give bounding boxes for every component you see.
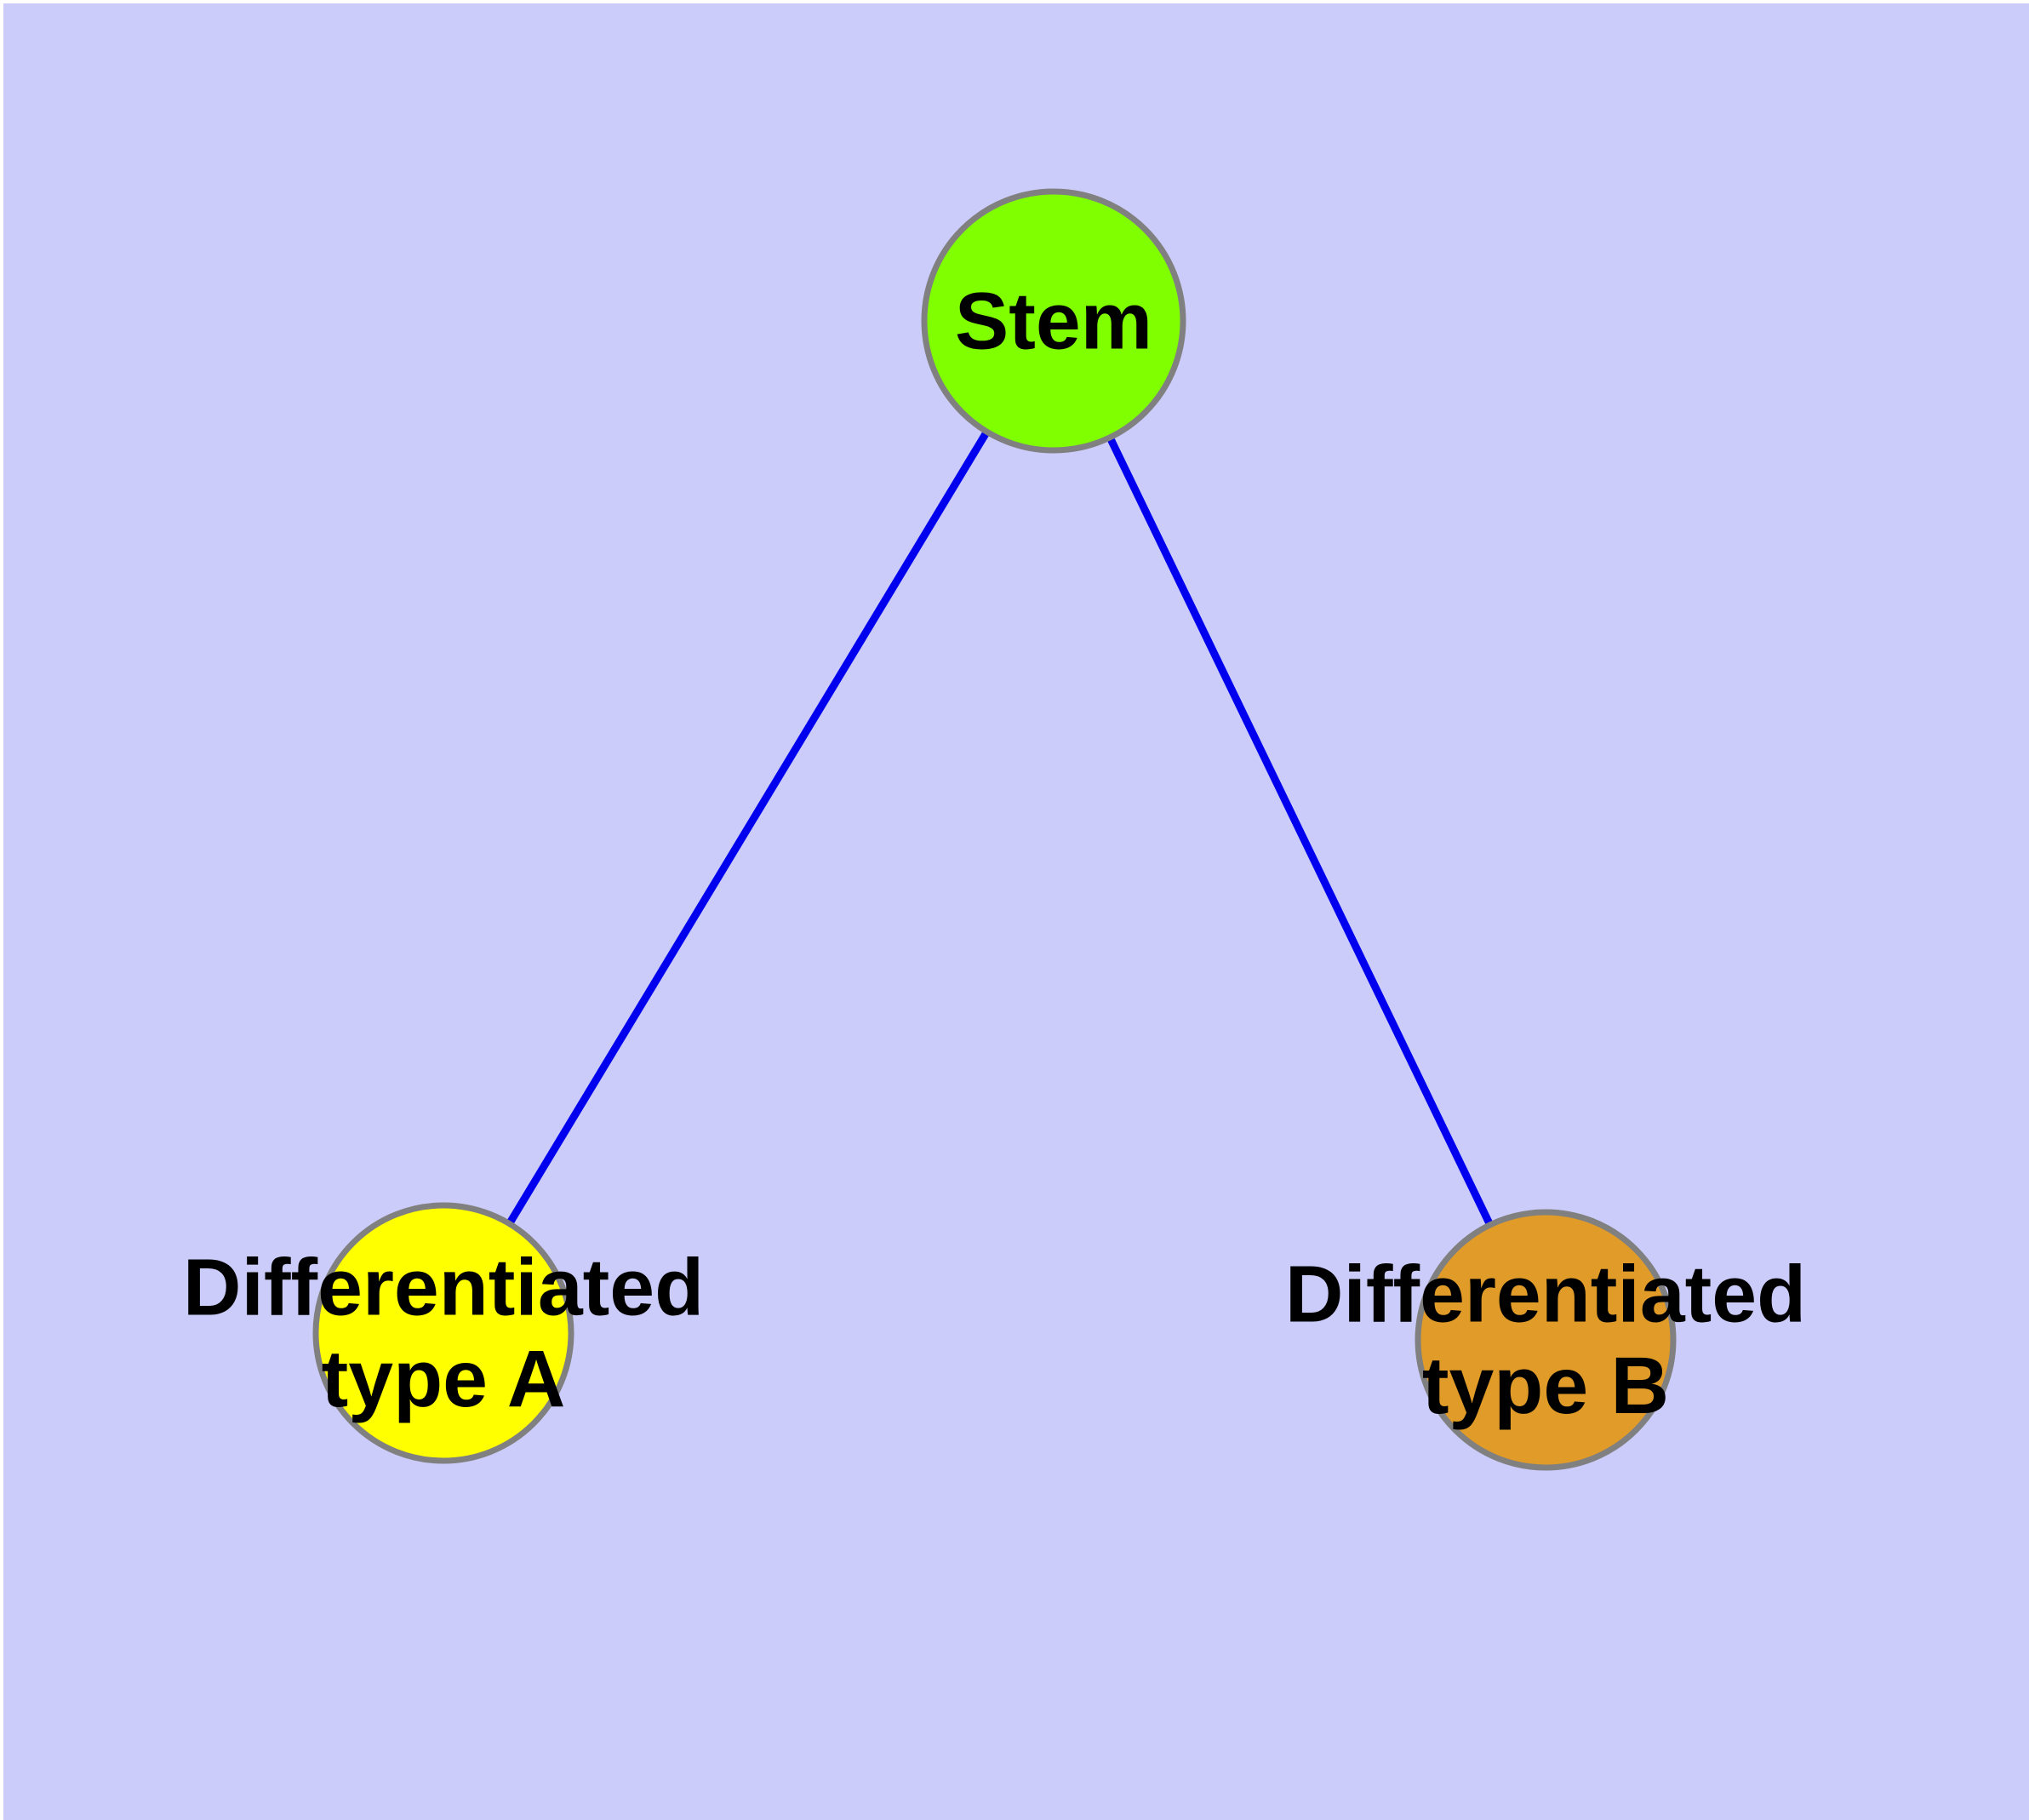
edge-stem-to-differentiated-type-a[interactable] [440,318,1057,1336]
node-stem[interactable] [921,188,1186,454]
node-stem-circle[interactable] [921,188,1186,454]
node-label-line: Differentiated [1285,1250,1806,1340]
node-label-line: type B [1422,1341,1669,1431]
node-layer [312,188,1677,1471]
node-differentiated-type-b-circle[interactable] [1415,1209,1677,1471]
node-label-line: Stem [955,276,1152,366]
node-label-line: Differentiated [183,1243,704,1333]
edge-layer [440,318,1550,1342]
node-differentiated-type-a[interactable] [312,1202,574,1464]
node-stem-label: Stem [955,276,1152,366]
node-differentiated-type-a-circle[interactable] [312,1202,574,1464]
edge-stem-to-differentiated-type-b[interactable] [1049,319,1550,1342]
node-label-line: type A [322,1334,566,1424]
node-differentiated-type-b[interactable] [1415,1209,1677,1471]
